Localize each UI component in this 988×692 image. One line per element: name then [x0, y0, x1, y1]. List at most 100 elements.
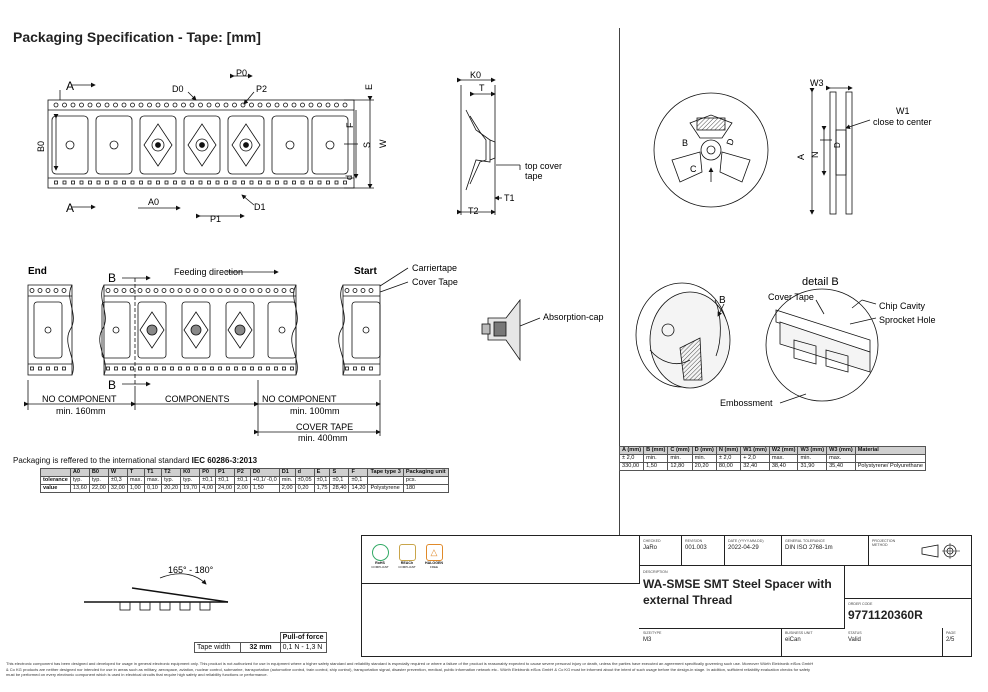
sprocket-hole — [193, 288, 199, 293]
table-cell: 13,60 — [69, 484, 90, 493]
sprocket-hole — [342, 102, 348, 108]
pocket — [137, 301, 167, 359]
sprocket-hole — [105, 180, 109, 185]
label-carriertape: Carriertape — [412, 263, 457, 273]
sprocket-hole — [249, 180, 254, 185]
table-cell: 22,00 — [88, 484, 109, 493]
disclaimer-line: This electronic component has been desig… — [6, 661, 814, 666]
table-cell: 180 — [402, 484, 449, 493]
reach-icon — [398, 544, 416, 561]
pull-force-header: Pull-of force — [279, 632, 327, 643]
sprocket-hole — [162, 366, 166, 371]
component — [183, 311, 209, 349]
status-cell: STATUS Valid — [848, 631, 862, 643]
sprocket-hole — [224, 180, 228, 185]
sprocket-hole — [79, 102, 84, 108]
component — [139, 311, 165, 349]
sprocket-hole — [283, 102, 288, 108]
rohs-icon — [371, 544, 389, 561]
pocket-hole — [112, 326, 120, 334]
label-no-component-right-min: min. 100mm — [290, 406, 340, 416]
size-type-value: M3 — [643, 637, 652, 643]
sprocket-hole — [344, 288, 350, 293]
sprocket-hole — [62, 180, 67, 185]
label-W3: W3 — [810, 78, 824, 88]
tape-side-section — [457, 77, 521, 215]
disclaimer-line: & Co KG products are neither designed no… — [6, 666, 811, 672]
sprocket-hole — [164, 180, 169, 185]
page-cell: PAGE 2/5 — [946, 631, 956, 643]
tape-leader-view — [24, 267, 409, 436]
sprocket-hole — [54, 180, 58, 185]
component-thread — [146, 324, 158, 336]
sprocket-hole — [155, 102, 161, 108]
sprocket-hole — [223, 102, 229, 108]
label-W: W — [378, 139, 388, 148]
status-value: Valid — [848, 637, 861, 643]
table-cell: min. — [667, 454, 693, 463]
pocket-hole — [362, 326, 370, 334]
sprocket-hole — [317, 102, 322, 108]
table-header-cell: W — [107, 468, 128, 477]
sprocket-hole — [30, 366, 34, 371]
revision-label: REVISION — [685, 539, 703, 543]
label-W1-note: close to center — [873, 117, 932, 127]
label-B-leader-top: B — [108, 271, 116, 285]
component-thread — [234, 324, 246, 336]
table-cell: 2,00 — [278, 484, 296, 493]
sprocket-hole — [173, 180, 177, 185]
sprocket-hole — [147, 180, 152, 185]
table-cell: max. — [768, 454, 799, 463]
table-cell: 4,00 — [199, 484, 217, 493]
sprocket-hole — [360, 288, 366, 293]
sprocket-hole — [326, 180, 330, 185]
sprocket-hole — [185, 288, 191, 293]
reel-3d-view — [635, 282, 731, 389]
pocket — [139, 115, 177, 175]
title-block: RoHS COMPLIANT REACh COMPLIANT △ HALOGEN… — [361, 535, 972, 657]
label-A0: A0 — [148, 197, 159, 207]
sprocket-hole — [169, 288, 175, 293]
component-hole — [155, 142, 161, 148]
sprocket-hole — [281, 288, 287, 293]
label-components: COMPONENTS — [165, 394, 230, 404]
sprocket-hole — [273, 288, 279, 293]
label-sprocket-hole: Sprocket Hole — [879, 315, 936, 325]
sprocket-hole — [207, 180, 211, 185]
business-unit-label: BUSINESS UNIT — [785, 631, 813, 635]
table-cell: ±0,1 — [348, 476, 369, 485]
sprocket-hole — [172, 102, 178, 108]
sprocket-hole — [130, 366, 134, 371]
projection-cell: PROJECTION METHOD — [872, 539, 900, 547]
business-unit-value: eiCan — [785, 637, 801, 643]
table-header-cell: A0 — [69, 468, 90, 477]
label-embossment: Embossment — [720, 398, 773, 408]
projection-label: PROJECTION METHOD — [872, 539, 896, 547]
pull-force-label: Tape width — [193, 642, 242, 653]
table-cell: ±0,1 — [215, 476, 236, 485]
sprocket-hole — [139, 180, 143, 185]
sprocket-hole — [249, 102, 254, 108]
size-type-label: SIZE/TYPE — [643, 631, 662, 635]
table-header-cell: D1 — [278, 468, 296, 477]
sprocket-hole — [71, 180, 75, 185]
label-feeding-direction: Feeding direction — [174, 267, 243, 277]
table-header-cell: d — [294, 468, 315, 477]
sprocket-hole — [210, 366, 214, 371]
table-cell — [367, 476, 404, 485]
label-cover-tape-min-2: min. 400mm — [298, 433, 348, 443]
sprocket-hole — [206, 102, 212, 108]
sprocket-hole — [87, 102, 93, 108]
sprocket-hole — [88, 180, 92, 185]
revision-cell: REVISION 001.003 — [685, 539, 707, 551]
table-header-cell: B0 — [88, 468, 109, 477]
label-top-cover-2: tape — [525, 171, 543, 181]
sprocket-hole — [53, 288, 59, 293]
order-code-label: ORDER CODE — [848, 602, 873, 606]
label-no-component-left-min: min. 160mm — [56, 406, 106, 416]
title-block-badge-area — [362, 536, 640, 584]
sprocket-hole — [368, 288, 374, 293]
sprocket-hole — [46, 366, 50, 371]
